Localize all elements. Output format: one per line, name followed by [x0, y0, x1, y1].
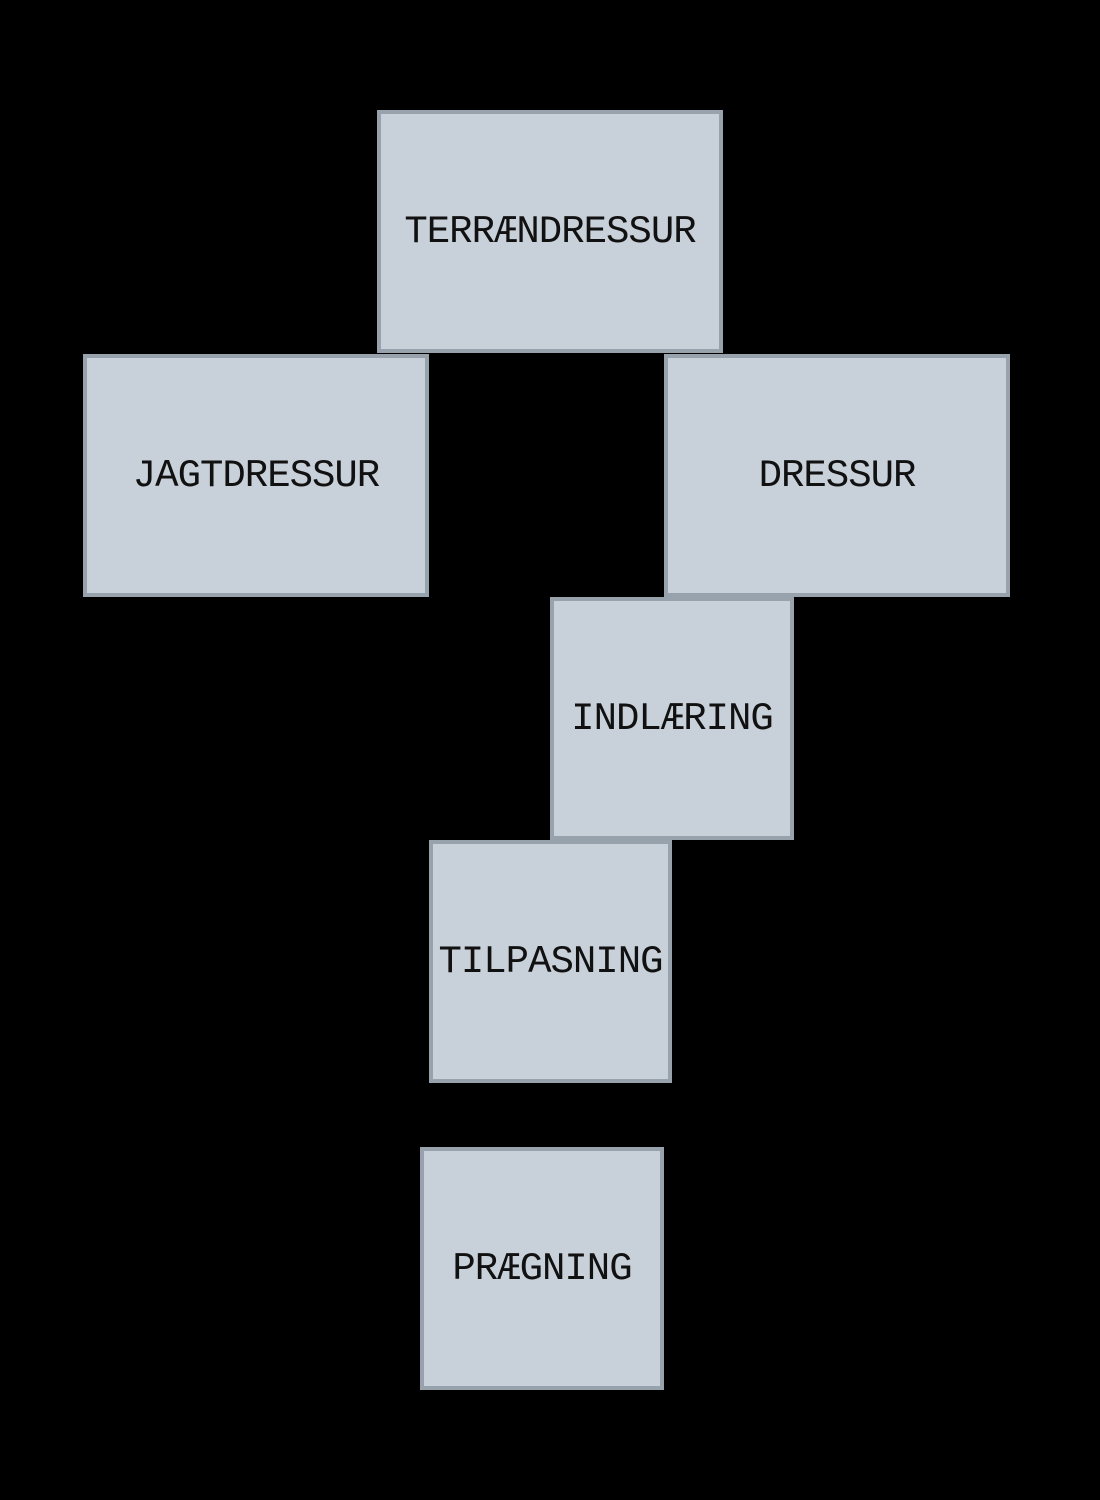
node-label: DRESSUR	[758, 453, 917, 498]
node-praegning: PRÆGNING	[420, 1147, 664, 1390]
node-jagtdressur: JAGTDRESSUR	[83, 354, 429, 597]
node-label: INDLÆRING	[571, 696, 774, 741]
node-dressur: DRESSUR	[664, 354, 1010, 597]
node-label: TERRÆNDRESSUR	[404, 209, 696, 254]
node-label: JAGTDRESSUR	[132, 453, 380, 498]
node-label: TILPASNING	[438, 939, 663, 984]
node-label: PRÆGNING	[452, 1246, 632, 1291]
node-tilpasning: TILPASNING	[429, 840, 672, 1083]
node-terraendressur: TERRÆNDRESSUR	[377, 110, 723, 353]
node-indlaering: INDLÆRING	[550, 597, 794, 840]
